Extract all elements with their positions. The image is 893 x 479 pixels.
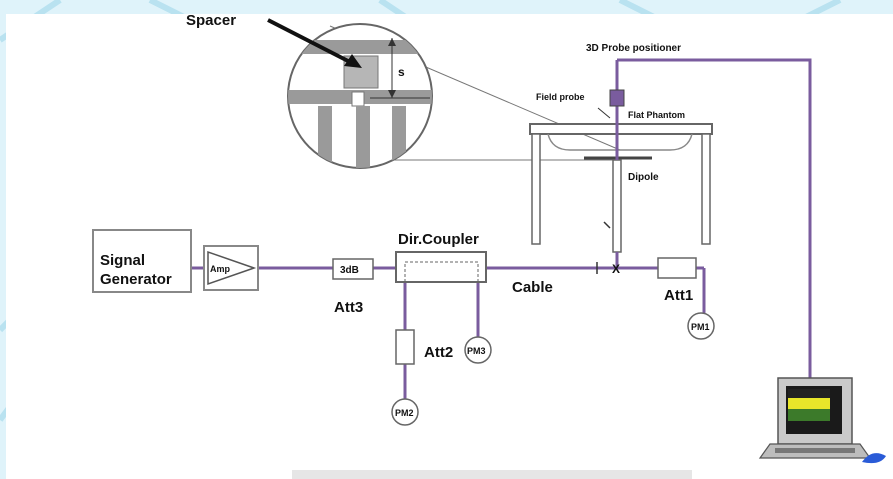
label-pm2: PM2 xyxy=(395,408,414,418)
cut-off-caption xyxy=(292,470,692,479)
label-att1: Att1 xyxy=(664,287,693,304)
label-att2: Att2 xyxy=(424,344,453,361)
signal-generator-box xyxy=(92,229,192,293)
label-s: s xyxy=(398,65,405,79)
label-dipole: Dipole xyxy=(628,172,659,183)
label-3db: 3dB xyxy=(340,265,359,276)
label-spacer: Spacer xyxy=(186,12,236,29)
label-pm3: PM3 xyxy=(467,346,486,356)
label-att3: Att3 xyxy=(334,299,363,316)
computer-icon xyxy=(758,377,886,464)
label-signal: Signal xyxy=(100,252,145,269)
rf-cables xyxy=(176,252,706,400)
pm1-circle xyxy=(687,312,715,340)
pm3-circle xyxy=(464,336,492,364)
att2-box xyxy=(395,329,415,365)
positioner-cable xyxy=(617,58,812,382)
label-pm1: PM1 xyxy=(691,322,710,332)
amp-triangle-icon xyxy=(207,250,257,286)
label-amp: Amp xyxy=(210,264,231,274)
phantom-table xyxy=(529,60,713,253)
label-x-mark: X xyxy=(612,262,620,276)
label-field-probe: Field probe xyxy=(536,92,585,102)
label-probe-positioner: 3D Probe positioner xyxy=(586,43,681,54)
pm2-circle xyxy=(391,398,419,426)
label-dir-coupler: Dir.Coupler xyxy=(398,231,479,248)
label-flat-phantom: Flat Phantom xyxy=(628,110,685,120)
att1-box xyxy=(657,257,697,279)
label-cable: Cable xyxy=(512,279,553,296)
dir-coupler-box xyxy=(395,251,487,283)
label-generator: Generator xyxy=(100,271,172,288)
att-3db-box xyxy=(332,258,374,280)
